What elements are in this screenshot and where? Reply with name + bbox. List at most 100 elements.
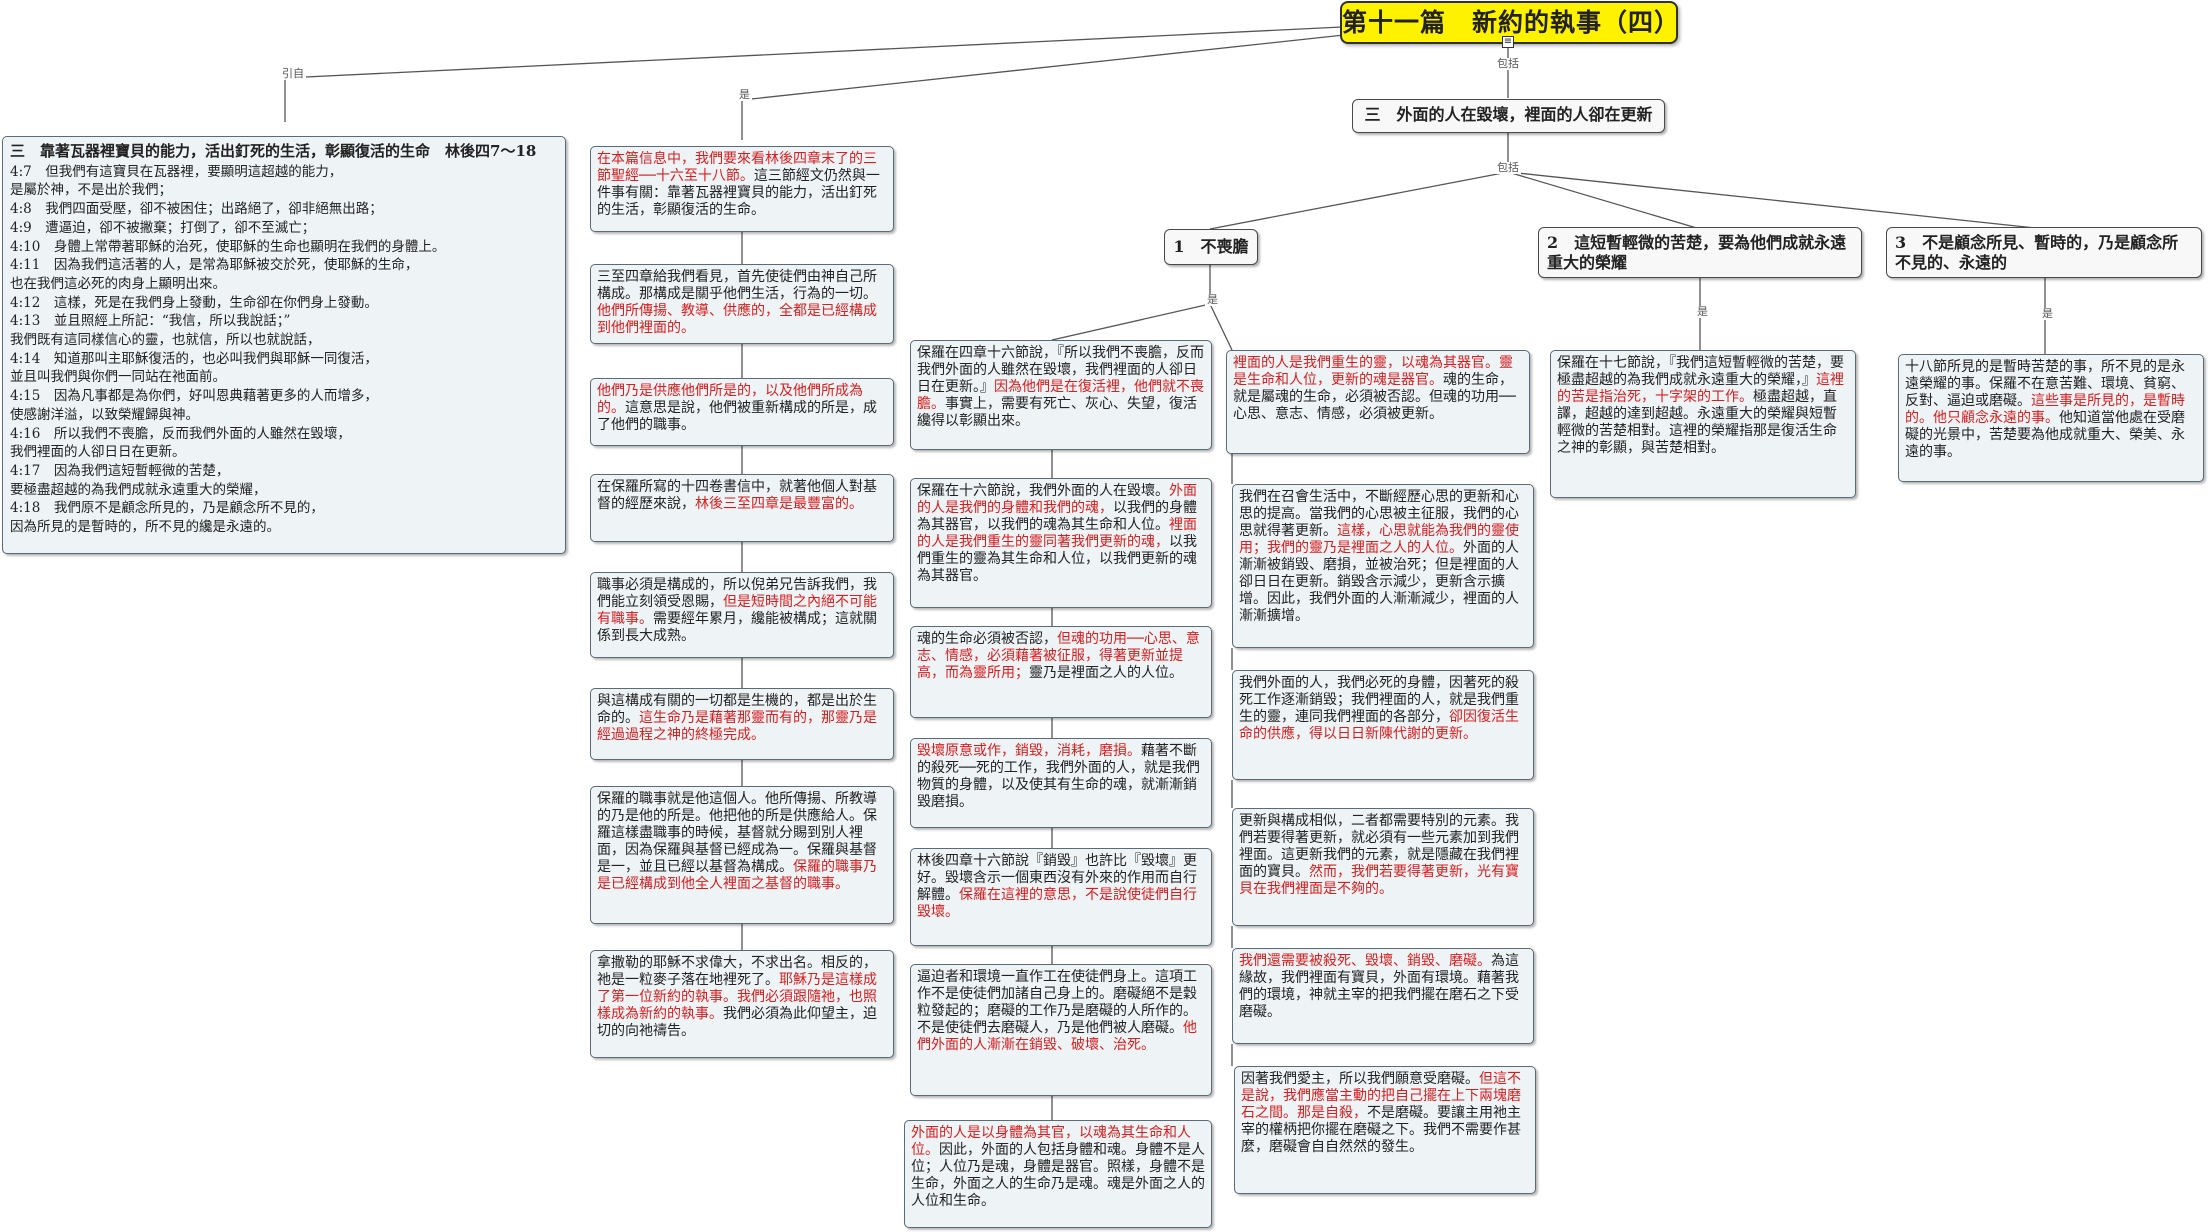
note-card-branch-3[interactable]: 十八節所見的是暫時苦楚的事，所不見的是永遠榮耀的事。保羅不在意苦難、環境、貧窮、… [1898, 354, 2204, 482]
note-card[interactable]: 魂的生命必須被否認，但魂的功用──心思、意志、情感，必須藉著被征服，得著更新並提… [910, 626, 1212, 718]
scripture-line: 4:14 知道那叫主耶穌復活的，也必叫我們與耶穌一同復活， [10, 350, 378, 367]
edge-label-quoted-from: 引自 [280, 67, 306, 80]
highlight-text: 裡面的人是我們重生的靈同著我們更新的魂， [917, 517, 1197, 550]
note-text: 十八節所見的是暫時苦楚的事，所不見的是永遠榮耀的事。保羅不在意苦難、環境、貧窮、… [1905, 359, 2185, 409]
scripture-line: 4:16 所以我們不喪膽，反而我們外面的人雖然在毀壞， [10, 425, 351, 442]
note-card[interactable]: 三至四章給我們看見，首先使徒們由神自己所構成。那構成是關乎他們生活，行為的一切。… [590, 264, 894, 344]
note-card[interactable]: 我們外面的人，我們必死的身體，因著死的殺死工作逐漸銷毀；我們裡面的人，就是我們重… [1232, 670, 1534, 780]
note-text: 我們在召會生活中，不斷經歷心思的更新和心思的提高。當我們的心思被主征服，我們的心… [1239, 489, 1519, 539]
highlight-text: 他們所傳揚、教導、供應的，全都是已經構成到他們裡面的。 [597, 303, 877, 336]
note-text: 靈乃是裡面之人的人位。 [1029, 665, 1183, 681]
note-card[interactable]: 我們在召會生活中，不斷經歷心思的更新和心思的提高。當我們的心思被主征服，我們的心… [1232, 484, 1534, 648]
note-card[interactable]: 與這構成有關的一切都是生機的，都是出於生命的。這生命乃是藉著那靈而有的，那靈乃是… [590, 688, 894, 760]
highlight-text: 林後三至四章是最豐富的。 [695, 496, 863, 512]
scripture-line: 4:8 我們四面受壓，卻不被困住；出路絕了，卻非絕無出路； [10, 201, 383, 218]
branch-heading-unseen-eternal[interactable]: 3 不是顧念所見、暫時的，乃是顧念所不見的、永遠的 [1886, 227, 2202, 278]
highlight-text: 保羅的職事乃是已經構成到他全人裡面之基督的職事。 [597, 859, 877, 892]
note-card[interactable]: 他們乃是供應他們所是的，以及他們所成為的。這意思是說，他們被重新構成的所是，成了… [590, 378, 894, 446]
highlight-text: 裡面的人是我們重生的靈，以魂為其器官。靈是生命和人位，更新的魂是器官。 [1233, 355, 1513, 388]
branch-heading-light-affliction[interactable]: 2 這短暫輕微的苦楚，要為他們成就永遠重大的榮耀 [1538, 227, 1862, 278]
highlight-text: 在本篇信息中，我們要來看林後四章末了的三節聖經──十六至十八節。 [597, 151, 877, 184]
note-card[interactable]: 更新與構成相似，二者都需要特別的元素。我們若要得著更新，就必須有一些元素加到我們… [1232, 808, 1534, 926]
expand-toggle-icon[interactable]: ≡ [1502, 36, 1514, 48]
note-text: 我們外面的人，我們必死的身體，因著死的殺死工作逐漸銷毀；我們裡面的人，就是我們重… [1239, 675, 1519, 725]
highlight-text: 但魂的功用──心思、意志、情感，必須藉著被征服，得著更新並提高，而為靈所用； [917, 631, 1200, 681]
edge-label-includes: 包括 [1495, 57, 1521, 70]
highlight-text: 他們乃是供應他們所是的，以及他們所成為的。 [597, 383, 863, 416]
note-text: 保羅在十七節說，『我們這短暫輕微的苦楚，要極盡超越的為我們成就永遠重大的榮耀，』 [1557, 355, 1844, 388]
edge-label-is: 是 [1695, 305, 1710, 318]
highlight-text: 他們外面的人漸漸在銷毀、破壞、治死。 [917, 1020, 1197, 1053]
section-heading[interactable]: 三 外面的人在毀壞，裡面的人卻在更新 [1352, 99, 1665, 133]
highlight-text: 但是短時間之內絕不可能有職事。 [597, 594, 877, 627]
scripture-reading[interactable]: 三 靠著瓦器裡寶貝的能力，活出釘死的生活，彰顯復活的生命 林後四7～18 4:7… [2, 136, 566, 554]
note-card[interactable]: 保羅的職事就是他這個人。他所傳揚、所教導的乃是他的所是。他把他的所是供應給人。保… [590, 786, 894, 924]
note-text: 極盡超越，直譯，超越的達到超越。永遠重大的榮耀與短暫輕微的苦楚相對。這裡的榮耀指… [1557, 389, 1837, 456]
scripture-line: 要極盡超越的為我們成就永遠重大的榮耀， [10, 481, 267, 498]
note-card[interactable]: 保羅在十六節說，我們外面的人在毀壞。外面的人是我們的身體和我們的魂，以我們的身體… [910, 478, 1212, 608]
root-topic[interactable]: 第十一篇 新約的執事（四） [1340, 1, 1679, 44]
highlight-text: 卻因復活生命的供應，得以日日新陳代謝的更新。 [1239, 709, 1519, 742]
note-card[interactable]: 林後四章十六節說『銷毀』也許比『毀壞』更好。毀壞含示一個東西沒有外來的作用而自行… [910, 848, 1212, 946]
note-text: 在保羅所寫的十四卷書信中，就著他個人對基督的經歷來說， [597, 479, 877, 512]
note-text: 魂的生命，就是屬魂的生命，必須被否認。但魂的功用──心思、意志、情感，必須被更新… [1233, 372, 1516, 422]
note-card[interactable]: 在本篇信息中，我們要來看林後四章末了的三節聖經──十六至十八節。這三節經文仍然與… [590, 146, 894, 232]
note-text: 林後四章十六節說『銷毀』也許比『毀壞』更好。毀壞含示一個東西沒有外來的作用而自行… [917, 853, 1197, 903]
highlight-text: 但這不是說，我們應當主動的把自己擺在上下兩塊磨石之間。那是自殺， [1241, 1071, 1521, 1121]
highlight-text: 耶穌乃是這樣成了第一位新約的執事。我們必須跟隨祂，也照樣成為新約的執事。 [597, 972, 877, 1022]
note-card[interactable]: 毀壞原意或作，銷毀，消耗，磨損。藉著不斷的殺死──死的工作，我們外面的人，就是我… [910, 738, 1212, 828]
note-card[interactable]: 在保羅所寫的十四卷書信中，就著他個人對基督的經歷來說，林後三至四章是最豐富的。 [590, 474, 894, 542]
note-text: 與這構成有關的一切都是生機的，都是出於生命的。 [597, 693, 877, 726]
note-text: 職事必須是構成的，所以倪弟兄告訴我們，我們能立刻領受恩賜， [597, 577, 877, 610]
highlight-text: 外面的人是我們的身體和我們的魂， [917, 483, 1197, 516]
note-card[interactable]: 職事必須是構成的，所以倪弟兄告訴我們，我們能立刻領受恩賜，但是短時間之內絕不可能… [590, 572, 894, 658]
scripture-line: 4:11 因為我們這活著的人，是常為耶穌被交於死，使耶穌的生命， [10, 257, 419, 274]
scripture-line: 4:15 因為凡事都是為你們，好叫恩典藉著更多的人而增多， [10, 388, 378, 405]
edge-label-includes: 包括 [1495, 161, 1521, 174]
note-text: 藉著不斷的殺死──死的工作，我們外面的人，就是我們物質的身體，以及使其有生命的魂… [917, 743, 1200, 810]
note-card[interactable]: 裡面的人是我們重生的靈，以魂為其器官。靈是生命和人位，更新的魂是器官。魂的生命，… [1226, 350, 1530, 454]
scripture-line: 使感謝洋溢，以致榮耀歸與神。 [10, 406, 199, 423]
note-text: 為這緣故，我們裡面有寶貝，外面有環境。藉著我們的環境，神就主宰的把我們擺在磨石之… [1239, 953, 1519, 1020]
note-text: 事實上，需要有死亡、灰心、失望，復活纔得以彰顯出來。 [917, 396, 1197, 429]
branch-heading-not-lose-heart[interactable]: 1 不喪膽 [1164, 229, 1258, 265]
note-card[interactable]: 我們還需要被殺死、毀壞、銷毀、磨礙。為這緣故，我們裡面有寶貝，外面有環境。藉著我… [1232, 948, 1534, 1044]
note-text: 不是磨礙。要讓主用祂主宰的權柄把你擺在磨礙之下。我們不需要作甚麼，磨礙會自自然然… [1241, 1105, 1521, 1155]
note-text: 我們必須為此仰望主，迫切的向祂禱告。 [597, 1006, 877, 1039]
note-text: 因此，外面的人包括身體和魂。身體不是人位；人位乃是魂，身體是器官。照樣，身體不是… [911, 1142, 1205, 1209]
note-text: 保羅在四章十六節說，『所以我們不喪膽，反而我們外面的人雖然在毀壞，我們裡面的人卻… [917, 345, 1204, 395]
note-text: 拿撒勒的耶穌不求偉大，不求出名。相反的，祂是一粒麥子落在地裡死了。 [597, 955, 877, 988]
scripture-line: 我們既有這同樣信心的靈，也就信，所以也就說話， [10, 332, 321, 349]
note-text: 需要經年累月，纔能被構成；這就關係到長大成熟。 [597, 611, 877, 644]
highlight-text: 然而，我們若要得著更新，光有寶貝在我們裡面是不夠的。 [1239, 864, 1519, 897]
highlight-text: 我們還需要被殺死、毀壞、銷毀、磨礙。 [1239, 953, 1491, 969]
scripture-line: 4:17 因為我們這短暫輕微的苦楚， [10, 462, 230, 479]
scripture-heading: 三 靠著瓦器裡寶貝的能力，活出釘死的生活，彰顯復活的生命 林後四7～18 [10, 142, 537, 160]
note-card[interactable]: 拿撒勒的耶穌不求偉大，不求出名。相反的，祂是一粒麥子落在地裡死了。耶穌乃是這樣成… [590, 950, 894, 1058]
note-text: 因著我們愛主，所以我們願意受磨礙。 [1241, 1071, 1479, 1087]
edge-label-is: 是 [1205, 293, 1220, 306]
scripture-line: 4:7 但我們有這寶貝在瓦器裡，要顯明這超越的能力， [10, 163, 343, 180]
note-card[interactable]: 逼迫者和環境一直作工在使徒們身上。這項工作不是使徒們加諸自己身上的。磨礙絕不是穀… [910, 964, 1212, 1096]
note-text: 他知道當他處在受磨礙的光景中，苦楚要為他成就重大、榮美、永遠的事。 [1905, 410, 2185, 460]
note-text: 魂的生命必須被否認， [917, 631, 1057, 647]
scripture-verses: 4:7 但我們有這寶貝在瓦器裡，要顯明這超越的能力， 是屬於神，不是出於我們； 4:… [10, 163, 558, 537]
note-text: 這三節經文仍然與一件事有關：靠著瓦器裡寶貝的能力，活出釘死的生活，彰顯復活的生命… [597, 168, 880, 218]
scripture-line: 是屬於神，不是出於我們； [10, 182, 172, 199]
scripture-line: 因為所見的是暫時的，所不見的纔是永遠的。 [10, 519, 280, 536]
note-card[interactable]: 因著我們愛主，所以我們願意受磨礙。但這不是說，我們應當主動的把自己擺在上下兩塊磨… [1234, 1066, 1536, 1194]
scripture-line: 我們裡面的人卻日日在更新。 [10, 444, 186, 461]
scripture-line: 4:9 遭逼迫，卻不被撇棄；打倒了，卻不至滅亡； [10, 219, 316, 236]
note-text: 更新與構成相似，二者都需要特別的元素。我們若要得著更新，就必須有一些元素加到我們… [1239, 813, 1519, 880]
edge-label-is: 是 [737, 88, 752, 101]
highlight-text: 毀壞原意或作，銷毀，消耗，磨損。 [917, 743, 1141, 759]
note-card[interactable]: 外面的人是以身體為其官，以魂為其生命和人位。因此，外面的人包括身體和魂。身體不是… [904, 1120, 1212, 1228]
note-card[interactable]: 保羅在四章十六節說，『所以我們不喪膽，反而我們外面的人雖然在毀壞，我們裡面的人卻… [910, 340, 1212, 450]
note-card-branch-2[interactable]: 保羅在十七節說，『我們這短暫輕微的苦楚，要極盡超越的為我們成就永遠重大的榮耀，』… [1550, 350, 1856, 498]
scripture-line: 4:18 我們原不是顧念所見的，乃是顧念所不見的， [10, 500, 324, 517]
highlight-text: 這些事是所見的，是暫時的。他只顧念永遠的事。 [1905, 393, 2185, 426]
note-text: 三至四章給我們看見，首先使徒們由神自己所構成。那構成是關乎他們生活，行為的一切。 [597, 269, 877, 302]
note-text: 逼迫者和環境一直作工在使徒們身上。這項工作不是使徒們加諸自己身上的。磨礙絕不是穀… [917, 969, 1197, 1036]
highlight-text: 這樣，心思就能為我們的靈使用；我們的靈乃是裡面之人的人位。 [1239, 523, 1519, 556]
